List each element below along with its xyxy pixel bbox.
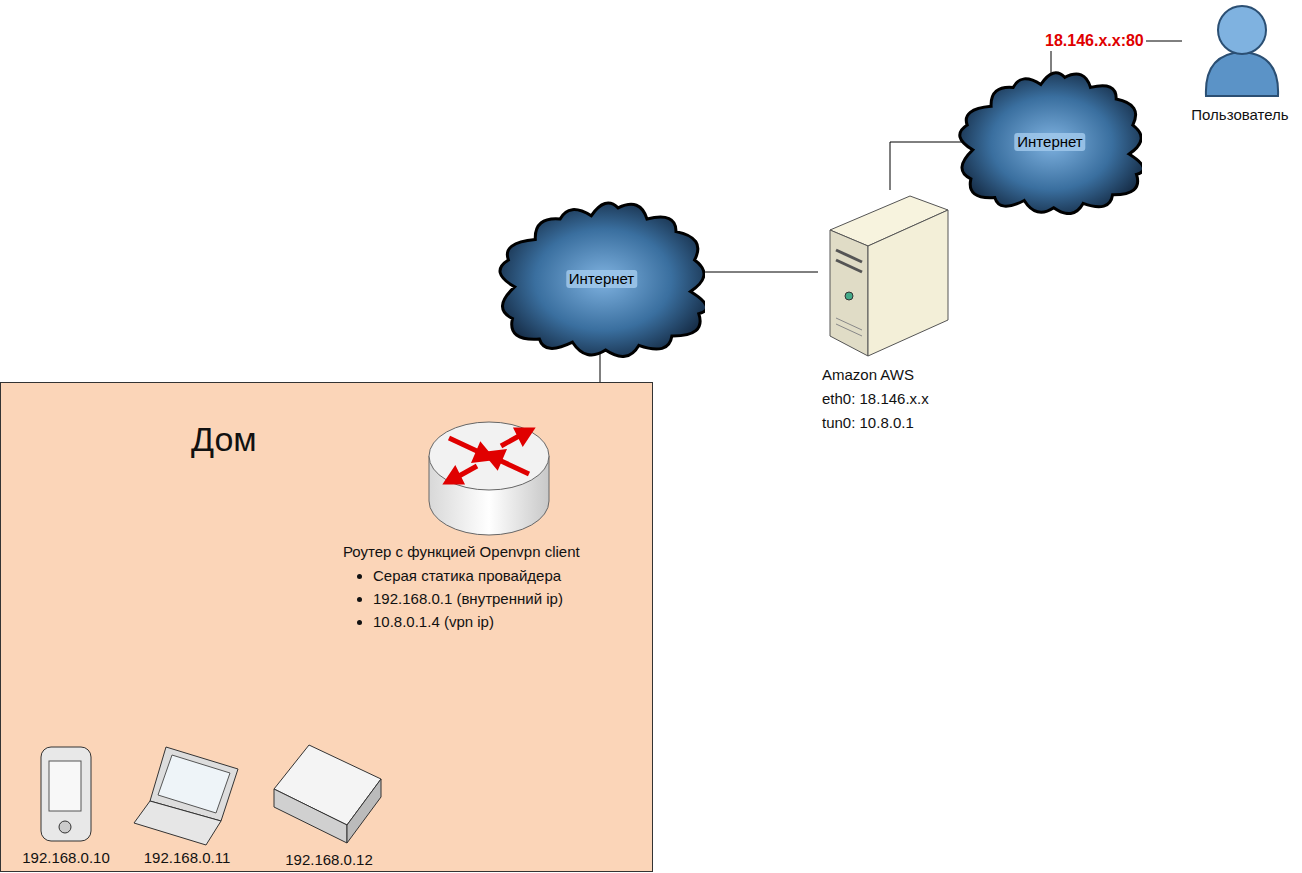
network-link [890,142,964,190]
server-node: Amazon AWS eth0: 18.146.x.x tun0: 10.8.0.1 [818,190,968,435]
internet-cloud: Интернет [498,200,705,358]
router-icon [341,416,641,546]
node-detail: 192.168.0.1 (внутренний ip) [373,587,563,610]
node-title: 192.168.0.11 [126,849,248,867]
laptop-icon [126,739,246,851]
phone-node: 192.168.0.10 [9,741,123,869]
phone-icon [9,741,121,851]
node-title: Роутер с функцией Openvpn client [343,543,580,561]
server-icon [818,190,968,360]
device-node: 192.168.0.12 [269,739,389,871]
node-detail: eth0: 18.146.x.x [822,390,929,408]
laptop-node: 192.168.0.11 [126,739,248,869]
router-node: Роутер с функцией Openvpn clientСерая ст… [341,416,641,641]
address-label: 18.146.x.x:80 [1043,31,1146,51]
node-detail: 10.8.0.1.4 (vpn ip) [373,610,563,633]
user-icon [1182,2,1300,102]
node-title: 192.168.0.12 [269,851,389,869]
node-title: Пользователь [1182,106,1298,124]
user-node: Пользователь [1182,2,1298,127]
node-detail: tun0: 10.8.0.1 [822,414,914,432]
bullet-list: Серая статика провайдера192.168.0.1 (вну… [343,564,563,633]
internet-cloud: Интернет [958,70,1142,215]
home-region: ДомРоутер с функцией Openvpn clientСерая… [0,382,653,872]
node-title: Интернет [1014,133,1085,151]
node-title: 192.168.0.10 [9,849,123,867]
device-icon [269,739,387,851]
node-title: Интернет [566,270,637,288]
network-link [701,272,818,273]
node-title: Дом [191,419,257,459]
node-detail: Серая статика провайдера [373,564,563,587]
node-title: Amazon AWS [822,366,914,384]
